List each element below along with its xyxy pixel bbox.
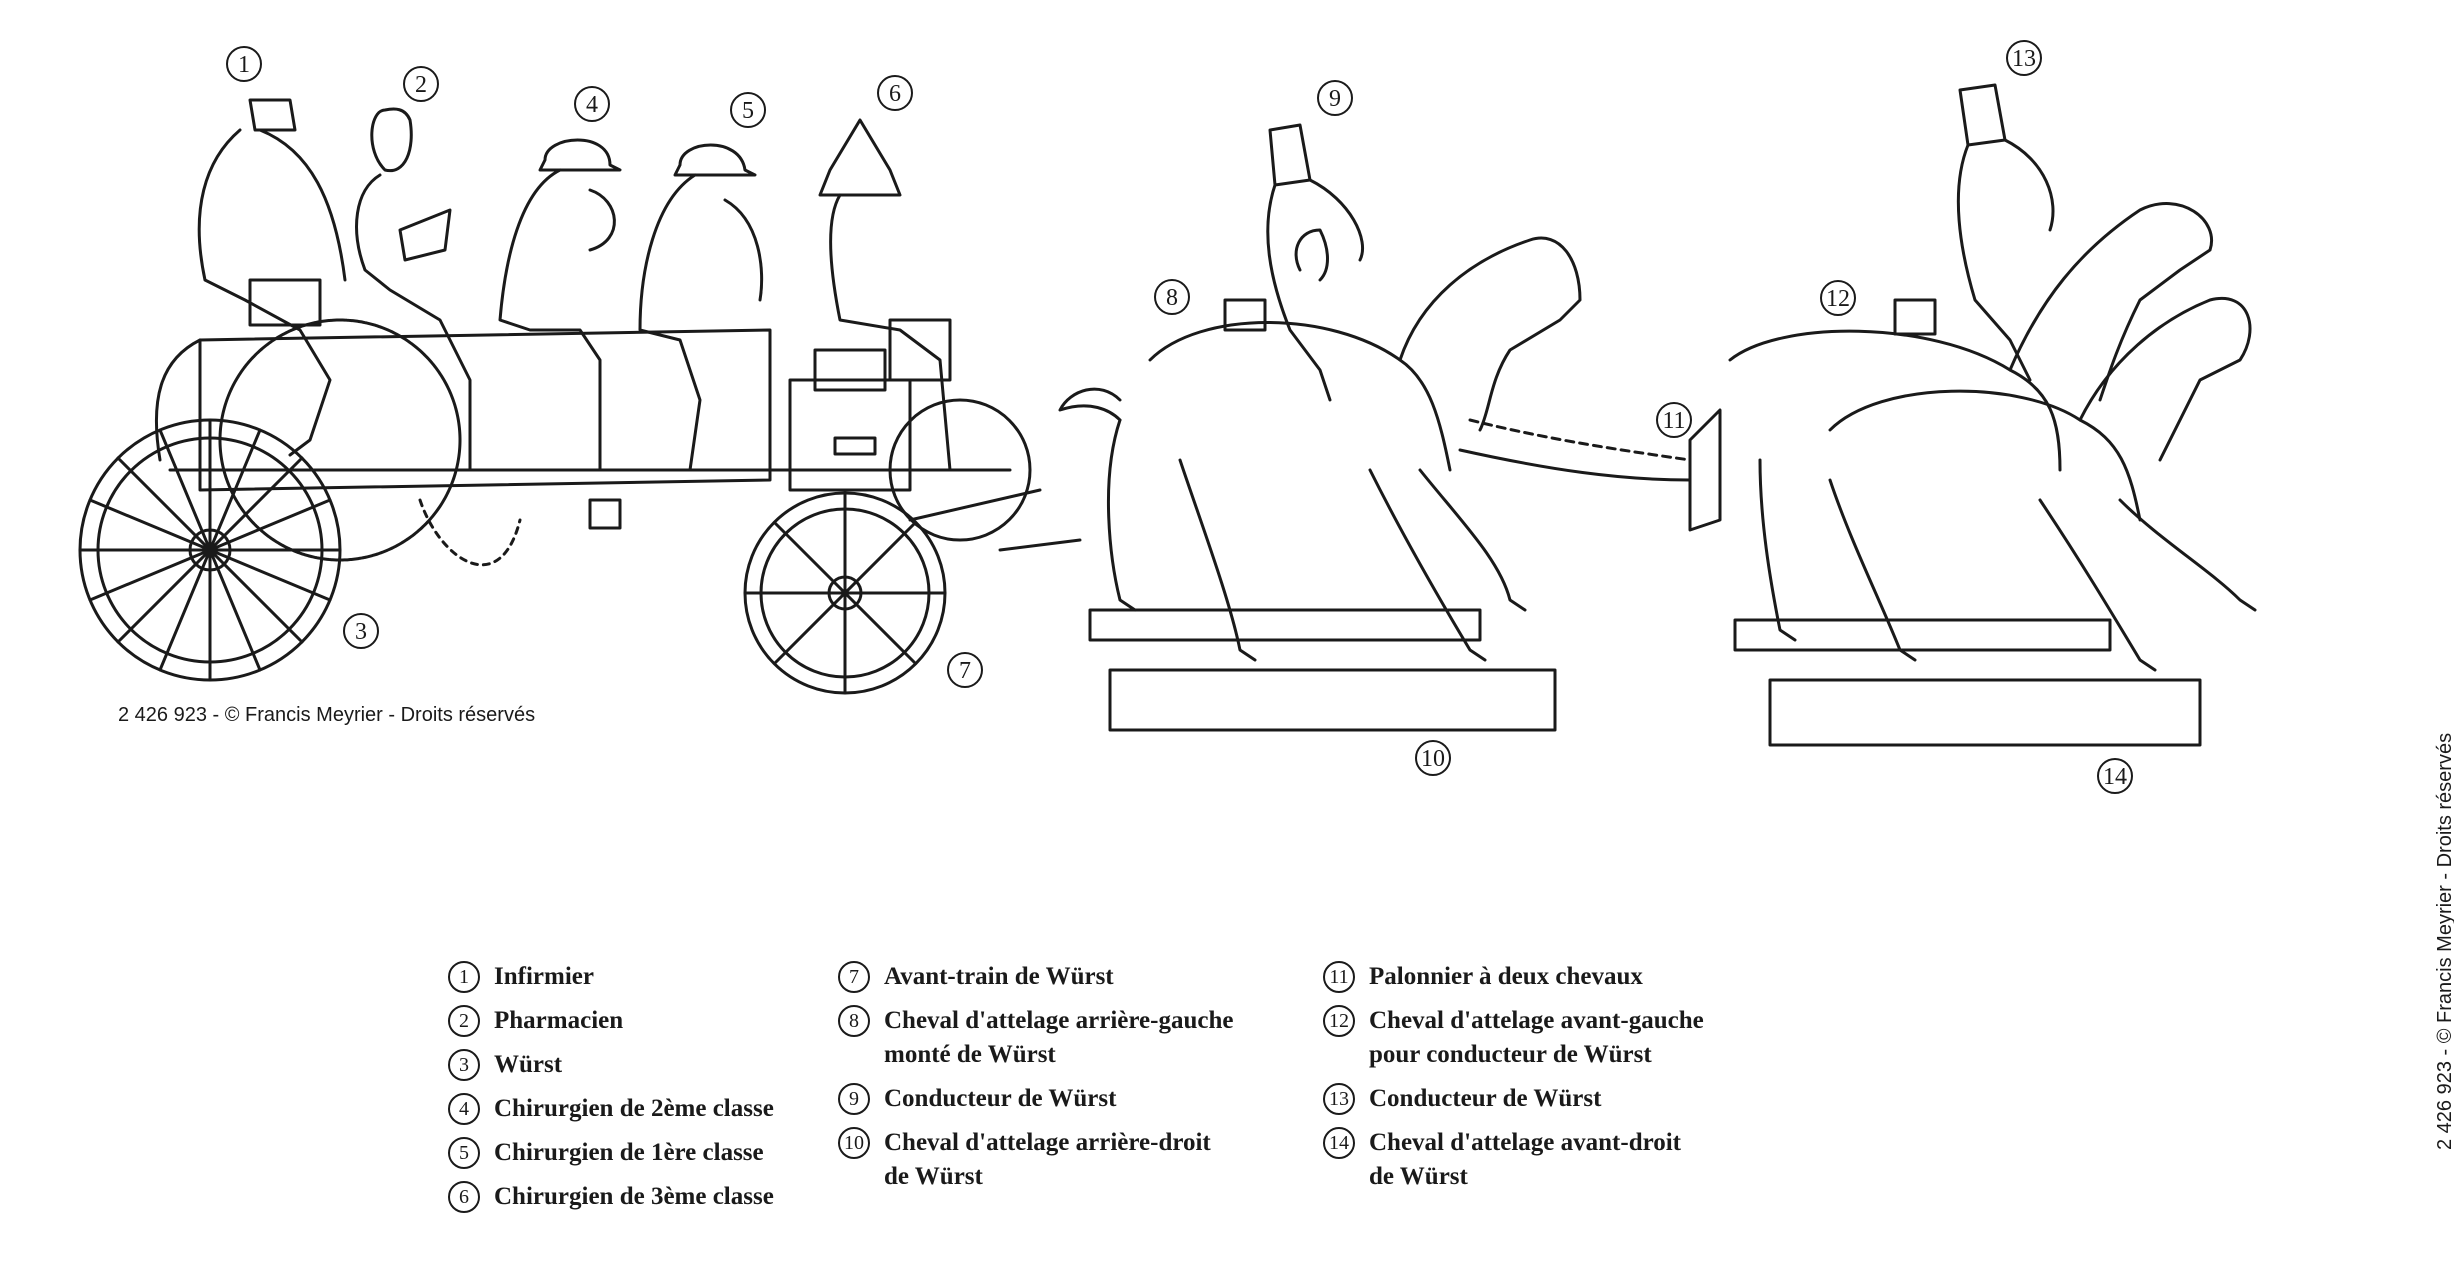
callout-11: 11 <box>1656 402 1692 438</box>
legend-item: 5 Chirurgien de 1ère classe <box>448 1136 968 1170</box>
callout-8: 8 <box>1154 279 1190 315</box>
legend-label: Chirurgien de 3ème classe <box>494 1183 774 1210</box>
legend-number: 6 <box>448 1181 480 1213</box>
svg-text:4: 4 <box>586 92 598 118</box>
wurst-wagon-illustration: 1 2 3 4 5 6 7 8 9 10 11 12 13 14 <box>78 40 2257 794</box>
svg-text:1: 1 <box>238 52 250 78</box>
front-carriage <box>743 348 1082 695</box>
legend-number: 8 <box>838 1005 870 1037</box>
legend-number: 3 <box>448 1049 480 1081</box>
legend-number: 13 <box>1323 1083 1355 1115</box>
svg-text:2: 2 <box>415 72 427 98</box>
svg-text:14: 14 <box>2103 764 2127 790</box>
svg-text:7: 7 <box>959 658 971 684</box>
legend-item: 14 Cheval d'attelage avant-droit de Würst <box>1323 1126 1843 1194</box>
legend-item: 9 Conducteur de Würst <box>838 1082 1358 1116</box>
legend-label: Cheval d'attelage avant-droit de Würst <box>1369 1129 1682 1190</box>
legend-label: Cheval d'attelage arrière-gauche monté d… <box>884 1007 1234 1068</box>
wagon-figures <box>197 98 962 472</box>
legend-label: Avant-train de Würst <box>884 963 1114 990</box>
svg-text:8: 8 <box>1166 285 1178 311</box>
legend-number: 2 <box>448 1005 480 1037</box>
legend-label: Chirurgien de 2ème classe <box>494 1095 774 1122</box>
callout-13: 13 <box>2006 40 2042 76</box>
legend-item: 4 Chirurgien de 2ème classe <box>448 1092 968 1126</box>
callout-4: 4 <box>574 86 610 122</box>
svg-text:12: 12 <box>1826 286 1850 312</box>
legend-item: 13 Conducteur de Würst <box>1323 1082 1843 1116</box>
legend-item: 11 Palonnier à deux chevaux <box>1323 960 1843 994</box>
legend-item: 12 Cheval d'attelage avant-gauche pour co… <box>1323 1004 1843 1072</box>
legend-item: 1 Infirmier <box>448 960 968 994</box>
legend-label: Conducteur de Würst <box>1369 1085 1602 1112</box>
callout-7: 7 <box>947 652 983 688</box>
front-horse-team <box>1688 83 2257 747</box>
callout-1: 1 <box>226 46 262 82</box>
svg-text:5: 5 <box>742 98 754 124</box>
legend-label: Pharmacien <box>494 1007 624 1034</box>
legend-label: Cheval d'attelage arrière-droit de Würst <box>884 1129 1211 1190</box>
svg-text:13: 13 <box>2012 46 2036 72</box>
svg-text:6: 6 <box>889 81 901 107</box>
callout-6: 6 <box>877 75 913 111</box>
legend-label: Chirurgien de 1ère classe <box>494 1139 764 1166</box>
rear-horse-team <box>1058 123 1582 732</box>
legend-number: 10 <box>838 1127 870 1159</box>
legend-number: 5 <box>448 1137 480 1169</box>
legend-number: 9 <box>838 1083 870 1115</box>
callout-14: 14 <box>2097 758 2133 794</box>
legend-item: 10 Cheval d'attelage arrière-droit de Wür… <box>838 1126 1358 1194</box>
legend-item: 8 Cheval d'attelage arrière-gauche monté … <box>838 1004 1358 1072</box>
legend-number: 14 <box>1323 1127 1355 1159</box>
svg-text:9: 9 <box>1329 86 1341 112</box>
callout-5: 5 <box>730 92 766 128</box>
wurst-wagon <box>154 328 1012 567</box>
svg-text:3: 3 <box>355 619 367 645</box>
legend-number: 11 <box>1323 961 1355 993</box>
legend-number: 4 <box>448 1093 480 1125</box>
rear-wheel <box>78 318 462 682</box>
legend-label: Conducteur de Würst <box>884 1085 1117 1112</box>
legend-number: 7 <box>838 961 870 993</box>
copyright-notice-vertical: 2 426 923 - © Francis Meyrier - Droits r… <box>2434 732 2454 1150</box>
legend-item: 6 Chirurgien de 3ème classe <box>448 1180 968 1214</box>
callout-12: 12 <box>1820 280 1856 316</box>
callout-10: 10 <box>1415 740 1451 776</box>
legend-number: 1 <box>448 961 480 993</box>
copyright-notice: 2 426 923 - © Francis Meyrier - Droits r… <box>118 704 536 726</box>
legend-item: 3 Würst <box>448 1048 968 1082</box>
legend-label: Cheval d'attelage avant-gauche pour cond… <box>1369 1007 1704 1068</box>
callout-2: 2 <box>403 66 439 102</box>
legend-label: Palonnier à deux chevaux <box>1369 963 1643 990</box>
legend-item: 2 Pharmacien <box>448 1004 968 1038</box>
callout-9: 9 <box>1317 80 1353 116</box>
legend-number: 12 <box>1323 1005 1355 1037</box>
legend-item: 7 Avant-train de Würst <box>838 960 1358 994</box>
legend-label: Würst <box>494 1051 563 1078</box>
svg-text:11: 11 <box>1662 408 1685 434</box>
legend-label: Infirmier <box>494 963 594 990</box>
svg-text:10: 10 <box>1421 746 1445 772</box>
callout-3: 3 <box>343 613 379 649</box>
